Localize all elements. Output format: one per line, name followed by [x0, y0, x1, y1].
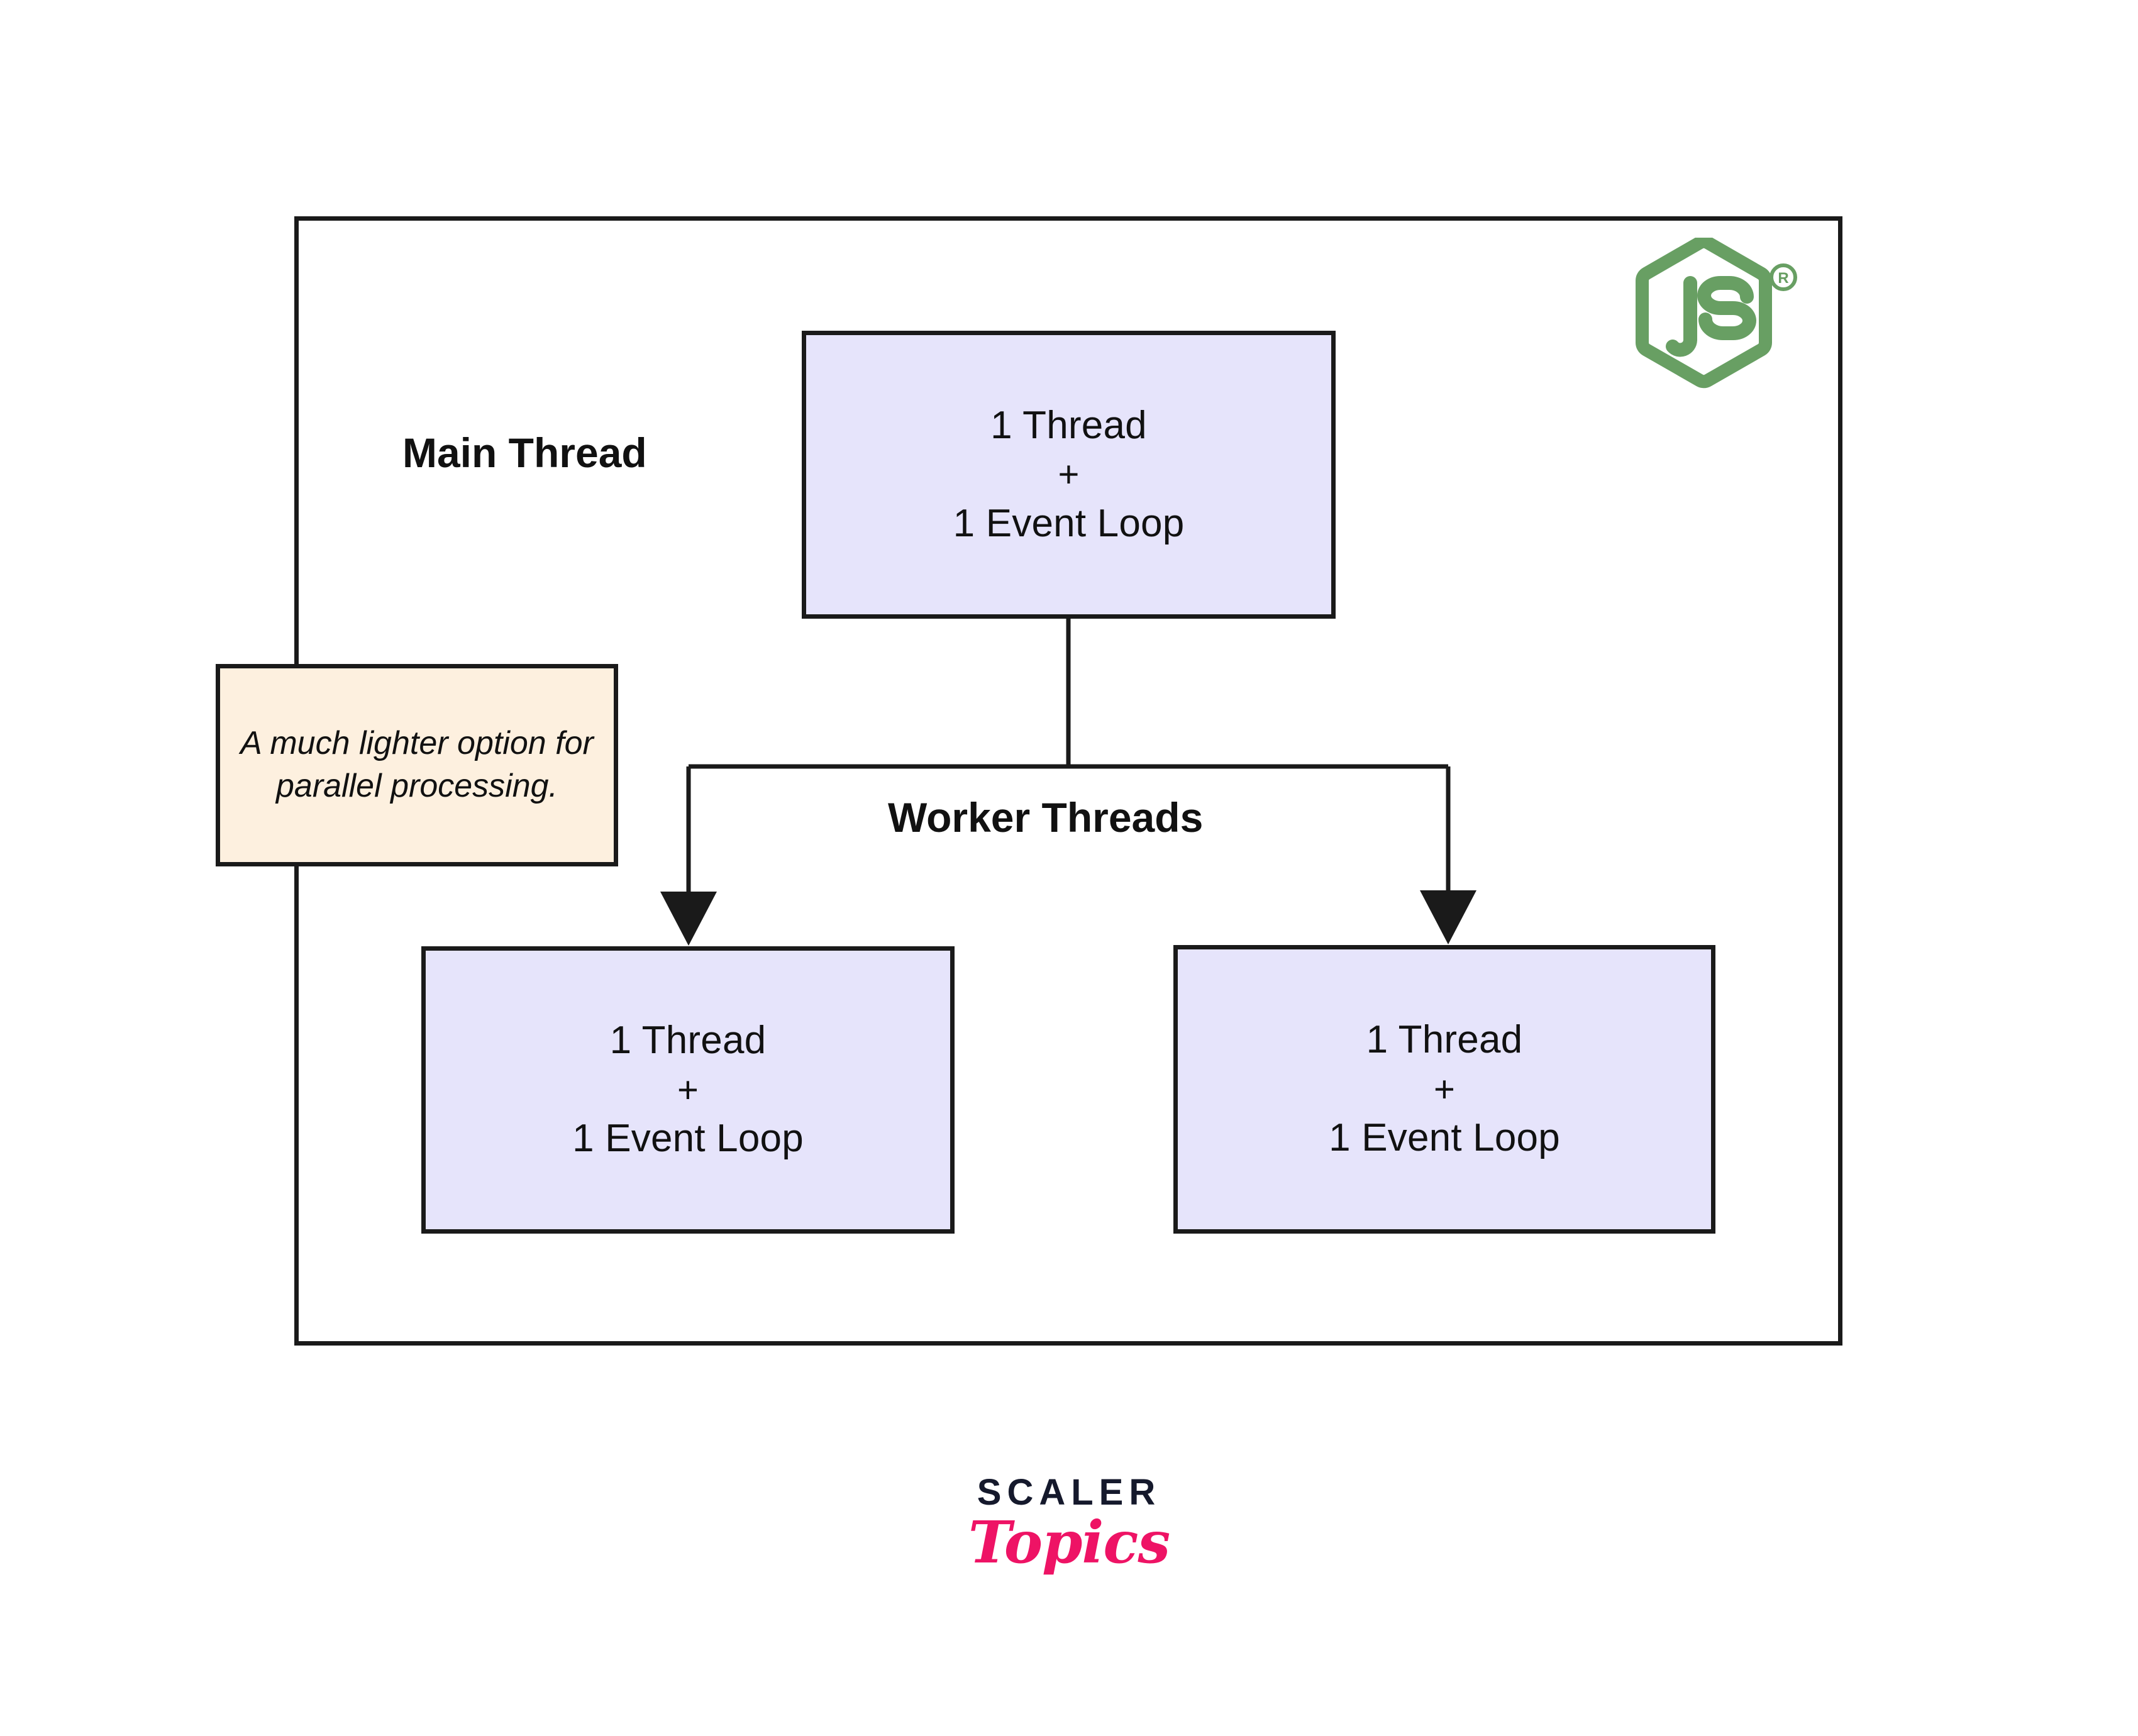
worker-right-line-3: 1 Event Loop [1329, 1116, 1560, 1160]
callout-note-text: A much lighter option for parallel proce… [240, 725, 594, 804]
main-thread-line-3: 1 Event Loop [953, 501, 1185, 545]
svg-text:R: R [1778, 270, 1788, 287]
worker-right-line-2: + [1433, 1068, 1456, 1110]
worker-thread-box-left: 1 Thread + 1 Event Loop [421, 946, 955, 1234]
worker-threads-label: Worker Threads [888, 794, 1204, 841]
worker-left-line-3: 1 Event Loop [572, 1117, 804, 1161]
worker-left-line-1: 1 Thread [609, 1019, 767, 1063]
brand-scaler-wordmark: SCALER [977, 1472, 1161, 1513]
main-thread-line-1: 1 Thread [990, 403, 1147, 447]
callout-note: A much lighter option for parallel proce… [216, 664, 618, 866]
brand-topics-wordmark: Topics [968, 1508, 1170, 1576]
scaler-topics-logo: SCALER Topics [0, 1474, 2138, 1573]
main-thread-label: Main Thread [402, 429, 647, 476]
nodejs-logo-icon: R [1636, 238, 1797, 389]
worker-left-line-2: + [677, 1069, 699, 1110]
worker-thread-box-right: 1 Thread + 1 Event Loop [1173, 945, 1715, 1234]
main-thread-line-2: + [1058, 454, 1080, 495]
main-thread-box: 1 Thread + 1 Event Loop [802, 331, 1336, 619]
worker-right-line-1: 1 Thread [1366, 1018, 1523, 1062]
